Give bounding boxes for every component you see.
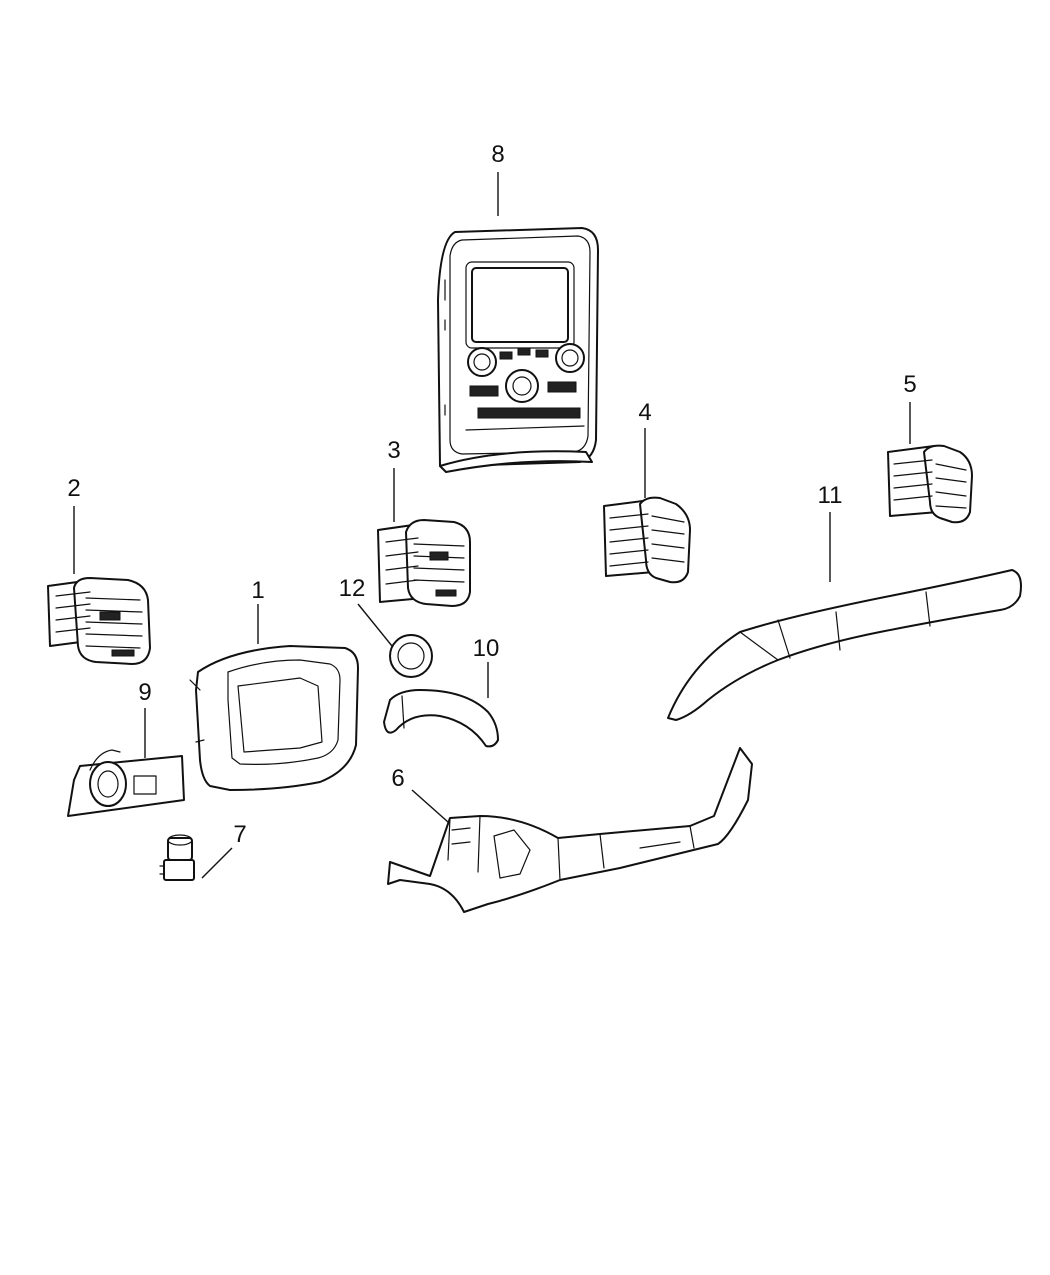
callout-6: 6 — [391, 765, 404, 792]
part-8-center-bezel[interactable] — [437, 227, 599, 473]
callout-11: 11 — [818, 482, 843, 509]
callout-2: 2 — [67, 475, 80, 502]
callout-12: 12 — [339, 575, 366, 602]
part-11-dash-trim-strip[interactable] — [667, 569, 1022, 721]
callout-8: 8 — [491, 141, 504, 168]
part-5-right-air-vent[interactable] — [887, 444, 973, 524]
callout-10: 10 — [473, 635, 500, 662]
callout-labels: 8 2 3 4 5 11 1 12 10 9 6 7 — [67, 141, 916, 848]
part-10-curved-trim[interactable] — [383, 689, 499, 748]
part-4-center-right-air-vent[interactable] — [603, 496, 691, 584]
leader-lines — [73, 172, 911, 879]
callout-4: 4 — [638, 399, 651, 426]
callout-5: 5 — [903, 371, 916, 398]
part-6-lower-panel[interactable] — [387, 747, 753, 913]
part-1-cluster-bezel[interactable] — [189, 645, 359, 791]
part-7-switch[interactable] — [159, 834, 195, 881]
callout-9: 9 — [138, 679, 151, 706]
part-9-switch-bezel[interactable] — [67, 749, 185, 817]
part-2-left-air-vent[interactable] — [47, 577, 151, 665]
part-3-center-left-air-vent[interactable] — [377, 519, 471, 607]
part-12-trim-ring[interactable] — [389, 634, 433, 678]
callout-3: 3 — [387, 437, 400, 464]
callout-1: 1 — [251, 577, 264, 604]
callout-7: 7 — [233, 821, 246, 848]
